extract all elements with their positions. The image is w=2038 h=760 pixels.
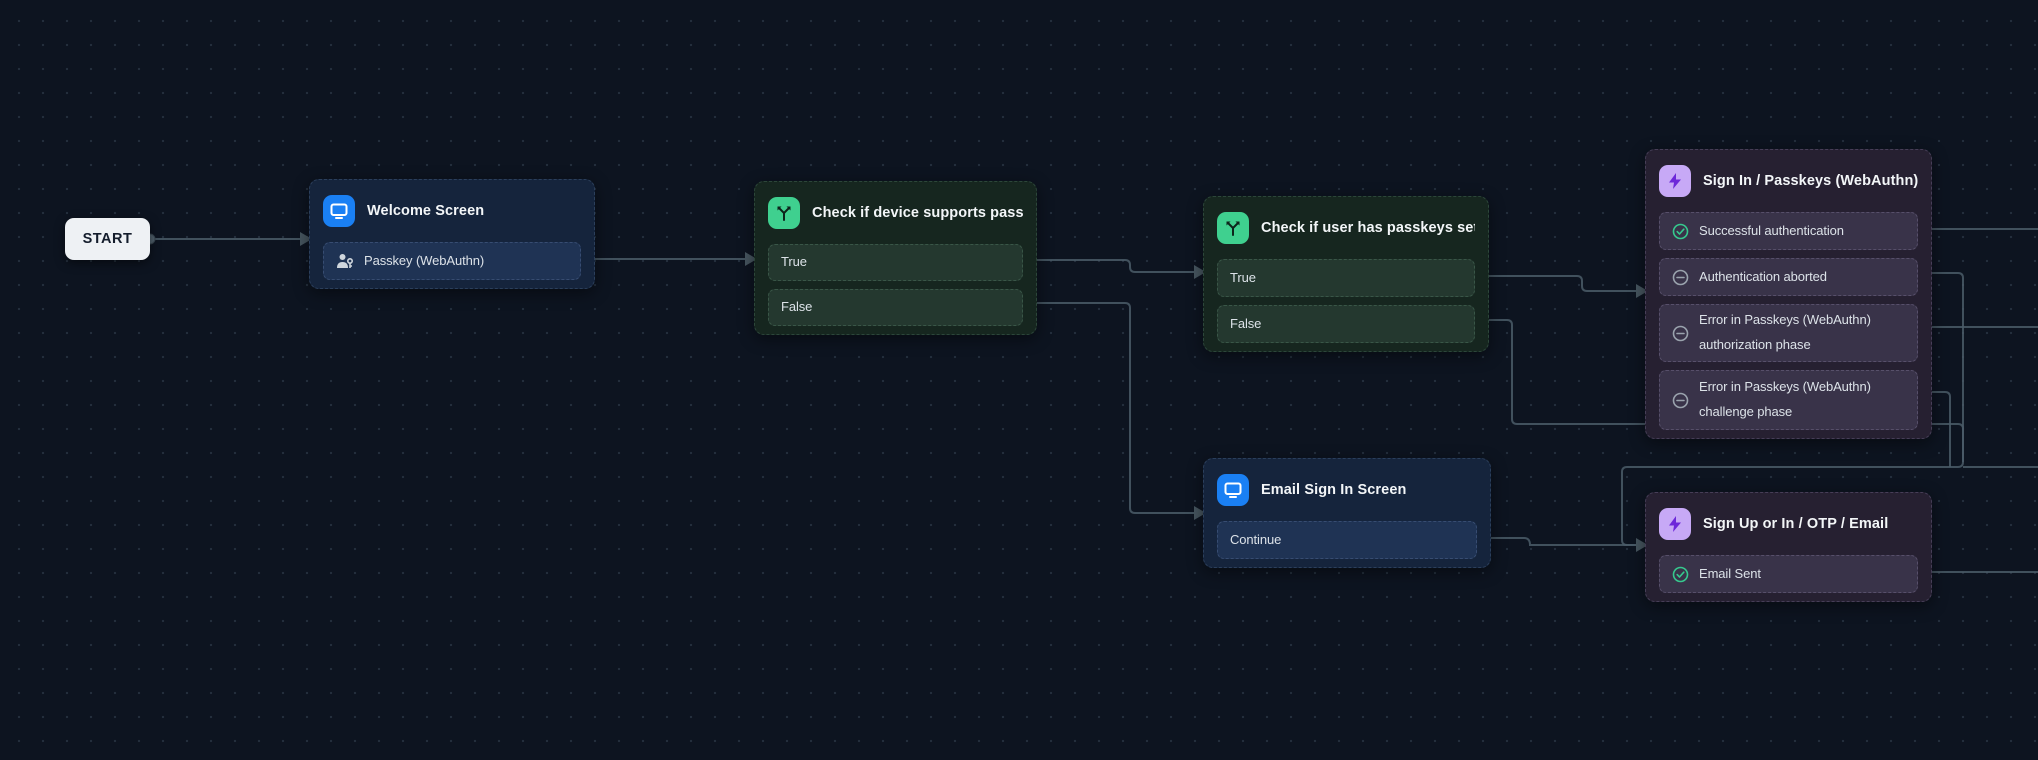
- monitor-icon: [1217, 474, 1249, 506]
- node-header: Sign In / Passkeys (WebAuthn): [1646, 150, 1931, 212]
- branch-icon: [1217, 212, 1249, 244]
- node-title: Sign In / Passkeys (WebAuthn): [1703, 173, 1918, 189]
- node-title: Check if user has passkeys set: [1261, 220, 1475, 236]
- edge-signin-aborted-loop[interactable]: [1917, 272, 1964, 462]
- row-authentication-aborted[interactable]: Authentication aborted: [1659, 258, 1918, 296]
- edge-continue-to-signup[interactable]: [1476, 537, 1637, 546]
- input-arrow-user-check: [1194, 265, 1206, 279]
- node-sign-up-or-in-otp-email[interactable]: Sign Up or In / OTP / Email Email Sent: [1645, 492, 1932, 602]
- monitor-icon: [323, 195, 355, 227]
- minus-circle-icon: [1672, 269, 1689, 285]
- branch-icon: [768, 197, 800, 229]
- row-false[interactable]: False: [1217, 305, 1475, 343]
- minus-circle-icon: [1672, 392, 1689, 408]
- node-header: Welcome Screen: [310, 180, 594, 242]
- node-device-passkey-check[interactable]: Check if device supports passke... True …: [754, 181, 1037, 335]
- bolt-icon: [1659, 508, 1691, 540]
- row-passkey-webauthn[interactable]: Passkey (WebAuthn): [323, 242, 581, 280]
- input-arrow-welcome: [300, 232, 312, 246]
- node-title: Sign Up or In / OTP / Email: [1703, 516, 1889, 532]
- row-successful-authentication[interactable]: Successful authentication: [1659, 212, 1918, 250]
- edge-device-false-to-email-screen[interactable]: [1022, 302, 1195, 514]
- row-label: Error in Passkeys (WebAuthn) authorizati…: [1699, 312, 1871, 352]
- row-true[interactable]: True: [768, 244, 1023, 281]
- row-email-sent[interactable]: Email Sent: [1659, 555, 1918, 593]
- row-label: Continue: [1230, 531, 1282, 547]
- node-welcome-screen[interactable]: Welcome Screen Passkey (WebAuthn): [309, 179, 595, 289]
- row-label: True: [1230, 269, 1256, 285]
- row-true[interactable]: True: [1217, 259, 1475, 297]
- node-title: Check if device supports passke...: [812, 205, 1023, 221]
- row-false[interactable]: False: [768, 289, 1023, 326]
- node-title: Welcome Screen: [367, 203, 485, 219]
- check-circle-icon: [1672, 223, 1689, 239]
- node-user-passkey-check[interactable]: Check if user has passkeys set True Fals…: [1203, 196, 1489, 352]
- row-label: Successful authentication: [1699, 222, 1844, 238]
- node-title: Email Sign In Screen: [1261, 482, 1407, 498]
- row-label: Passkey (WebAuthn): [364, 252, 485, 268]
- node-header: Sign Up or In / OTP / Email: [1646, 493, 1931, 555]
- edge-device-true-to-user-check[interactable]: [1022, 259, 1195, 273]
- edge-signin-challenge-error-loop[interactable]: [1917, 391, 1951, 467]
- row-label: False: [781, 299, 813, 315]
- input-arrow-signup: [1636, 538, 1648, 552]
- row-label: Error in Passkeys (WebAuthn) challenge p…: [1699, 379, 1871, 419]
- edge-user-true-to-signin[interactable]: [1474, 275, 1637, 292]
- node-header: Check if user has passkeys set: [1204, 197, 1488, 259]
- row-error-challenge-phase[interactable]: Error in Passkeys (WebAuthn) challenge p…: [1659, 370, 1918, 430]
- input-arrow-email-screen: [1194, 506, 1206, 520]
- check-circle-icon: [1672, 566, 1689, 582]
- row-continue[interactable]: Continue: [1217, 521, 1477, 559]
- bolt-icon: [1659, 165, 1691, 197]
- row-error-authorization-phase[interactable]: Error in Passkeys (WebAuthn) authorizati…: [1659, 304, 1918, 362]
- input-arrow-signin: [1636, 284, 1648, 298]
- node-email-sign-in-screen[interactable]: Email Sign In Screen Continue: [1203, 458, 1491, 568]
- node-sign-in-passkeys[interactable]: Sign In / Passkeys (WebAuthn) Successful…: [1645, 149, 1932, 439]
- row-label: False: [1230, 315, 1262, 331]
- row-label: Authentication aborted: [1699, 268, 1827, 284]
- node-header: Check if device supports passke...: [755, 182, 1036, 244]
- row-label: True: [781, 254, 807, 270]
- node-header: Email Sign In Screen: [1204, 459, 1490, 521]
- start-node[interactable]: START: [65, 218, 150, 260]
- minus-circle-icon: [1672, 325, 1689, 341]
- user-key-icon: [337, 254, 354, 268]
- row-label: Email Sent: [1699, 565, 1761, 581]
- input-arrow-device-check: [745, 252, 757, 266]
